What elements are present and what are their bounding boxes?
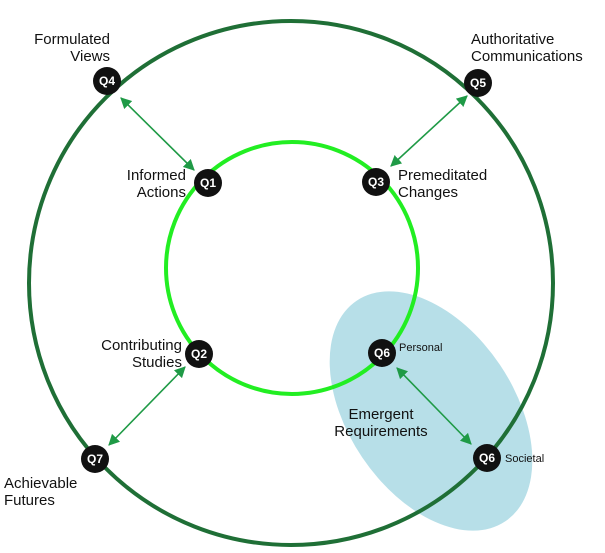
node-q3-label: Q3 bbox=[368, 175, 384, 189]
label-authoritative-communications: Authoritative Communications bbox=[471, 31, 583, 65]
label-formulated-views: Formulated Views bbox=[34, 31, 110, 65]
node-q3: Q3 bbox=[362, 168, 390, 196]
node-q1: Q1 bbox=[194, 169, 222, 197]
outer-ring bbox=[27, 19, 555, 547]
arrow-q5-q3 bbox=[390, 95, 468, 167]
node-q6-societal: Q6 bbox=[473, 444, 501, 472]
label-contributing-studies: Contributing Studies bbox=[101, 337, 182, 371]
node-q5-label: Q5 bbox=[470, 76, 486, 90]
label-informed-actions: Informed Actions bbox=[126, 167, 186, 201]
label-achievable-futures: Achievable Futures bbox=[4, 475, 78, 509]
node-q2: Q2 bbox=[185, 340, 213, 368]
node-q6-personal-label: Q6 bbox=[374, 346, 390, 360]
node-q5: Q5 bbox=[464, 69, 492, 97]
label-emergent-requirements: Emergent Requirements bbox=[334, 406, 428, 440]
label-personal: Personal bbox=[399, 342, 443, 354]
node-q6-societal-label: Q6 bbox=[479, 451, 495, 465]
node-q6-personal: Q6 bbox=[368, 339, 396, 367]
node-q7: Q7 bbox=[81, 445, 109, 473]
label-premeditated-changes: Premeditated Changes bbox=[398, 167, 488, 201]
arrow-q6-personal-societal bbox=[396, 367, 472, 445]
node-q7-label: Q7 bbox=[87, 452, 103, 466]
node-q4: Q4 bbox=[93, 67, 121, 95]
node-q2-label: Q2 bbox=[191, 347, 207, 361]
inner-ring bbox=[164, 140, 420, 396]
arrow-q2-q7 bbox=[108, 366, 186, 446]
node-q1-label: Q1 bbox=[200, 176, 216, 190]
label-societal: Societal bbox=[505, 453, 545, 465]
node-q4-label: Q4 bbox=[99, 74, 115, 88]
arrow-q4-q1 bbox=[120, 97, 195, 171]
